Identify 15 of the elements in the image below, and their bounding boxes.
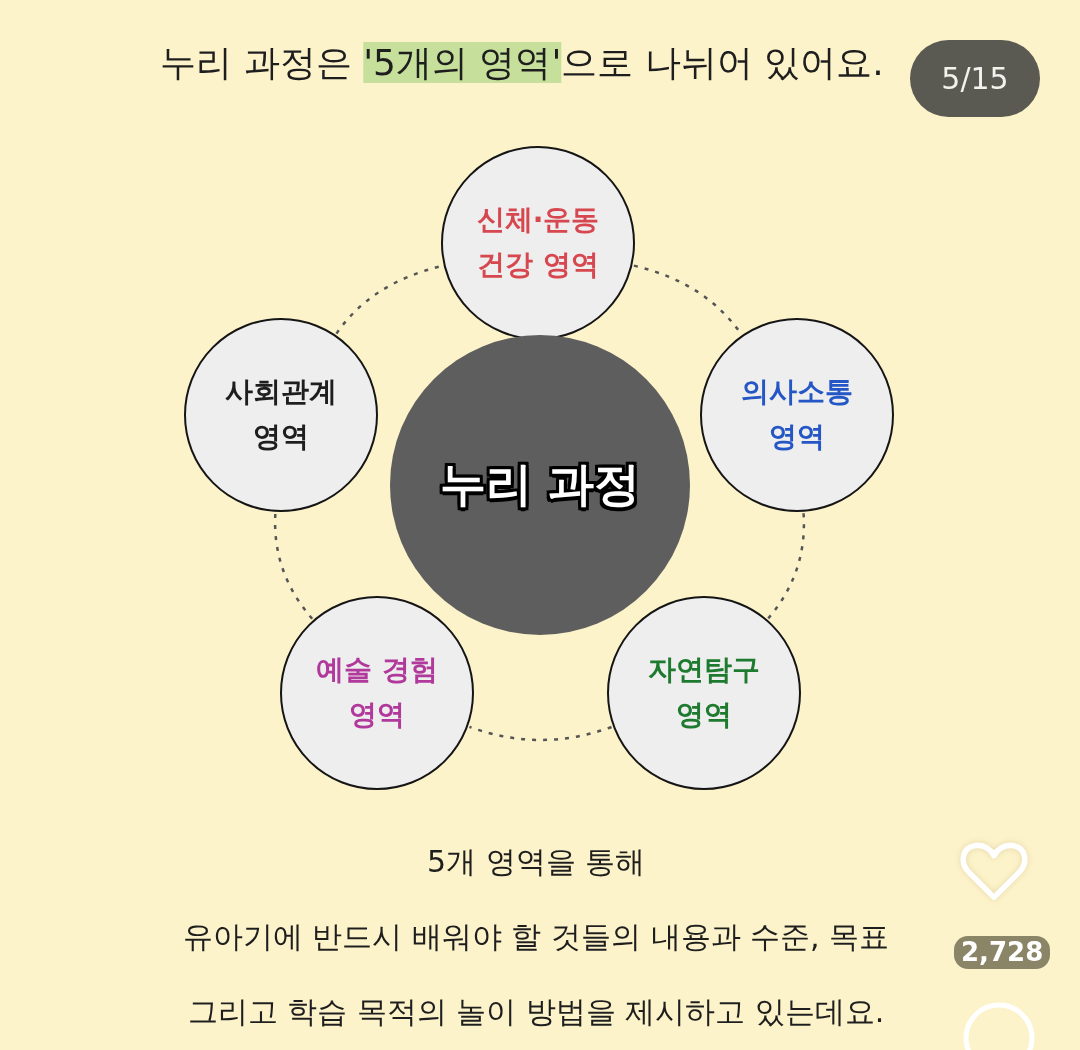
dotted-connector — [469, 725, 612, 742]
page-counter: 5/15 — [910, 40, 1040, 117]
domain-label: 사회관계 영역 — [224, 374, 338, 455]
body-text: 유아기에 반드시 배워야 할 것들의 내용과 수준, 목표 — [182, 918, 890, 956]
like-count: 2,728 — [954, 936, 1051, 970]
dotted-connector — [273, 513, 314, 620]
body-text: 그리고 학습 목적의 놀이 방법을 제시하고 있는데요. — [187, 993, 885, 1031]
domain-label: 예술 경험 영역 — [315, 652, 439, 733]
body-text: 5개 영역을 통해 — [426, 843, 646, 881]
domain-label: 신체·운동 건강 영역 — [475, 202, 601, 283]
domain-label: 의사소통 영역 — [740, 374, 854, 455]
title-text: 누리 과정은 '5개의 영역'으로 나뉘어 있어요. — [160, 41, 884, 85]
center-title: 누리 과정 — [440, 456, 640, 513]
domain-label: 자연탐구 영역 — [647, 652, 761, 733]
dotted-connector — [767, 513, 806, 620]
